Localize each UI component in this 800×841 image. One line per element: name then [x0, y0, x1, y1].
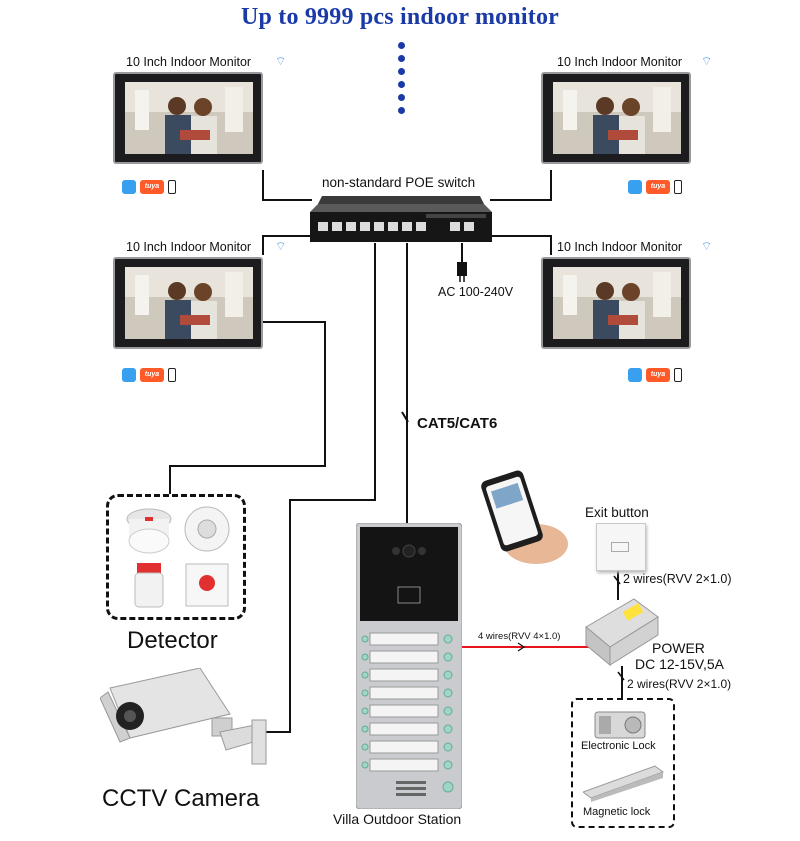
app-icons: tuya	[122, 368, 176, 382]
power-input-label: AC 100-240V	[438, 285, 514, 299]
detector-group	[106, 494, 246, 620]
power-spec: DC 12-15V,5A	[635, 656, 724, 672]
monitor-screen	[125, 82, 253, 154]
smartphone-app-icon	[478, 468, 578, 573]
lock-wires-label: 2 wires(RVV 2×1.0)	[627, 677, 732, 691]
switch-label: non-standard POE switch	[322, 175, 476, 190]
power-plug-icon	[457, 262, 467, 276]
villa-outdoor-station	[355, 522, 463, 810]
power-supply-icon	[580, 595, 660, 672]
monitor-screen	[125, 267, 253, 339]
wire-monitor-3	[262, 235, 312, 255]
monitor-label: 10 Inch Indoor Monitor	[557, 55, 683, 69]
tuya-app-icon: tuya	[140, 180, 164, 194]
home-app-icon	[122, 368, 136, 382]
wifi-icon: ⌔	[275, 54, 287, 68]
indoor-monitor	[541, 257, 691, 349]
smoke-alarm-icon	[125, 505, 173, 562]
cctv-label: CCTV Camera	[102, 785, 260, 812]
phone-icon	[674, 180, 682, 194]
wifi-icon: ⌔	[701, 54, 713, 68]
power-title: POWER	[652, 640, 705, 656]
exit-wires-label: 2 wires(RVV 2×1.0)	[623, 572, 732, 586]
app-icons: tuya	[628, 368, 682, 382]
cable-label: CAT5/CAT6	[417, 415, 498, 432]
app-icons: tuya	[122, 180, 176, 194]
wire-monitor-4	[490, 235, 552, 255]
phone-icon	[168, 368, 176, 382]
tuya-app-icon: tuya	[646, 368, 670, 382]
home-app-icon	[628, 368, 642, 382]
magnetic-lock-label: Magnetic lock	[583, 806, 651, 818]
indoor-monitor	[113, 257, 263, 349]
phone-icon	[674, 368, 682, 382]
electronic-lock-icon	[593, 706, 657, 747]
tuya-app-icon: tuya	[140, 368, 164, 382]
door-sensor-icon	[133, 561, 165, 614]
monitor-label: 10 Inch Indoor Monitor	[557, 240, 683, 254]
wifi-icon: ⌔	[275, 239, 287, 253]
monitor-screen	[553, 267, 681, 339]
exit-button-icon	[596, 523, 646, 571]
home-app-icon	[122, 180, 136, 194]
home-app-icon	[628, 180, 642, 194]
emergency-button-icon	[185, 563, 229, 612]
gas-detector-icon	[181, 503, 233, 560]
electronic-lock-label: Electronic Lock	[581, 740, 656, 752]
tuya-app-icon: tuya	[646, 180, 670, 194]
wire-detector	[169, 321, 326, 494]
wire-monitor-1	[262, 170, 312, 201]
page-title: Up to 9999 pcs indoor monitor	[240, 4, 560, 30]
more-monitors-dots	[398, 42, 405, 114]
phone-icon	[168, 180, 176, 194]
indoor-monitor	[541, 72, 691, 164]
monitor-label: 10 Inch Indoor Monitor	[126, 240, 252, 254]
monitor-screen	[553, 82, 681, 154]
indoor-monitor	[113, 72, 263, 164]
monitor-label: 10 Inch Indoor Monitor	[126, 55, 252, 69]
outdoor-station-label: Villa Outdoor Station	[333, 811, 462, 827]
poe-switch	[310, 192, 492, 244]
detector-label: Detector	[127, 627, 218, 654]
wifi-icon: ⌔	[701, 239, 713, 253]
app-icons: tuya	[628, 180, 682, 194]
wire-monitor-2	[490, 170, 552, 201]
exit-button-label: Exit button	[585, 505, 649, 520]
cctv-camera-icon	[99, 667, 270, 783]
lock-group: Electronic Lock Magnetic lock	[571, 698, 675, 828]
wire-cctv	[265, 243, 376, 733]
magnetic-lock-icon	[581, 762, 669, 807]
station-wires-label: 4 wires(RVV 4×1.0)	[478, 631, 561, 642]
